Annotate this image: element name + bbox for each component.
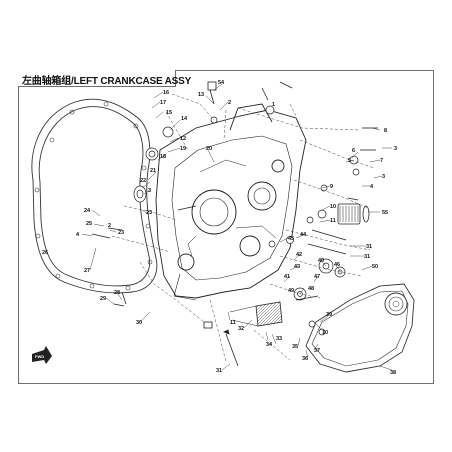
callout-49: 49 — [288, 288, 294, 294]
callout-19: 19 — [180, 146, 186, 152]
callout-12: 12 — [180, 136, 186, 142]
callout-14: 14 — [181, 116, 188, 122]
callout-36: 36 — [302, 356, 308, 362]
callout-20: 20 — [206, 146, 212, 152]
callout-2: 2 — [228, 100, 231, 106]
callout-31: 31 — [216, 368, 222, 374]
diagram-frame — [18, 70, 434, 384]
gasket-bolt-holes — [34, 101, 153, 291]
callout-35: 35 — [292, 344, 298, 350]
left-gasket — [31, 98, 158, 294]
callout-44: 44 — [300, 232, 307, 238]
callout-23: 23 — [146, 210, 152, 216]
callout-24: 24 — [84, 208, 91, 214]
callout-5: 5 — [348, 158, 351, 164]
callout-11: 11 — [330, 218, 336, 224]
right-cover — [305, 283, 415, 373]
callout-3b: 3 — [394, 146, 397, 152]
callout-47: 47 — [314, 274, 320, 280]
callout-37: 37 — [314, 348, 320, 354]
callout-22: 22 — [140, 178, 146, 184]
callout-29: 29 — [100, 296, 106, 302]
callout-32: 32 — [238, 326, 244, 332]
callout-31b: 31 — [366, 244, 372, 250]
callout-numbers: 54 13 2 1 16 17 15 14 12 19 20 18 21 22 … — [42, 80, 397, 376]
callout-7: 7 — [380, 158, 383, 164]
callout-38: 38 — [390, 370, 396, 376]
callout-28: 28 — [114, 290, 120, 296]
callout-26: 26 — [42, 250, 48, 256]
callout-2b: 2 — [108, 223, 111, 229]
title-box: 左曲轴箱组/LEFT CRANKCASE ASSY — [18, 70, 191, 87]
assembly-guide-lines — [111, 93, 375, 363]
callout-3c: 3 — [382, 174, 385, 180]
callout-11b: 11 — [230, 320, 236, 326]
callout-27: 27 — [84, 268, 90, 274]
callout-30: 30 — [136, 320, 142, 326]
callout-34: 34 — [266, 342, 273, 348]
callout-16: 16 — [163, 90, 169, 96]
callout-21: 21 — [150, 168, 156, 174]
callout-4: 4 — [76, 232, 80, 238]
oil-filter — [337, 203, 370, 225]
leader-lines — [81, 83, 393, 371]
left-crankcase — [155, 103, 307, 301]
callout-13: 13 — [198, 92, 204, 98]
callout-46: 46 — [334, 262, 340, 268]
callout-1: 1 — [272, 102, 275, 108]
diagram-title: 左曲轴箱组/LEFT CRANKCASE ASSY — [22, 76, 192, 87]
callout-48: 48 — [308, 286, 314, 292]
callout-40: 40 — [318, 258, 324, 264]
bolts-and-studs — [91, 81, 378, 367]
callout-18: 18 — [160, 154, 166, 160]
callout-33: 33 — [276, 336, 282, 342]
oil-strainer — [229, 301, 283, 327]
callout-10b: 10 — [322, 330, 328, 336]
callout-43: 43 — [294, 264, 300, 270]
callout-45: 45 — [288, 236, 294, 242]
callout-39: 39 — [326, 312, 332, 318]
callout-6: 6 — [352, 148, 355, 154]
callout-42: 42 — [296, 252, 302, 258]
callout-55: 55 — [382, 210, 388, 216]
callout-8: 8 — [384, 128, 387, 134]
callout-41: 41 — [284, 274, 290, 280]
callout-31c: 31 — [364, 254, 370, 260]
callout-23b: 23 — [118, 230, 124, 236]
callout-4b: 4 — [370, 184, 374, 190]
callout-54: 54 — [218, 80, 225, 86]
fwd-label: FWD — [35, 354, 44, 359]
fwd-arrow-icon: FWD — [32, 346, 52, 364]
callout-9: 9 — [330, 184, 333, 190]
callout-10: 10 — [330, 204, 336, 210]
callout-25: 25 — [86, 221, 92, 227]
callout-50: 50 — [372, 264, 378, 270]
callout-15: 15 — [166, 110, 172, 116]
callout-3: 3 — [148, 188, 151, 194]
callout-17: 17 — [160, 100, 166, 106]
